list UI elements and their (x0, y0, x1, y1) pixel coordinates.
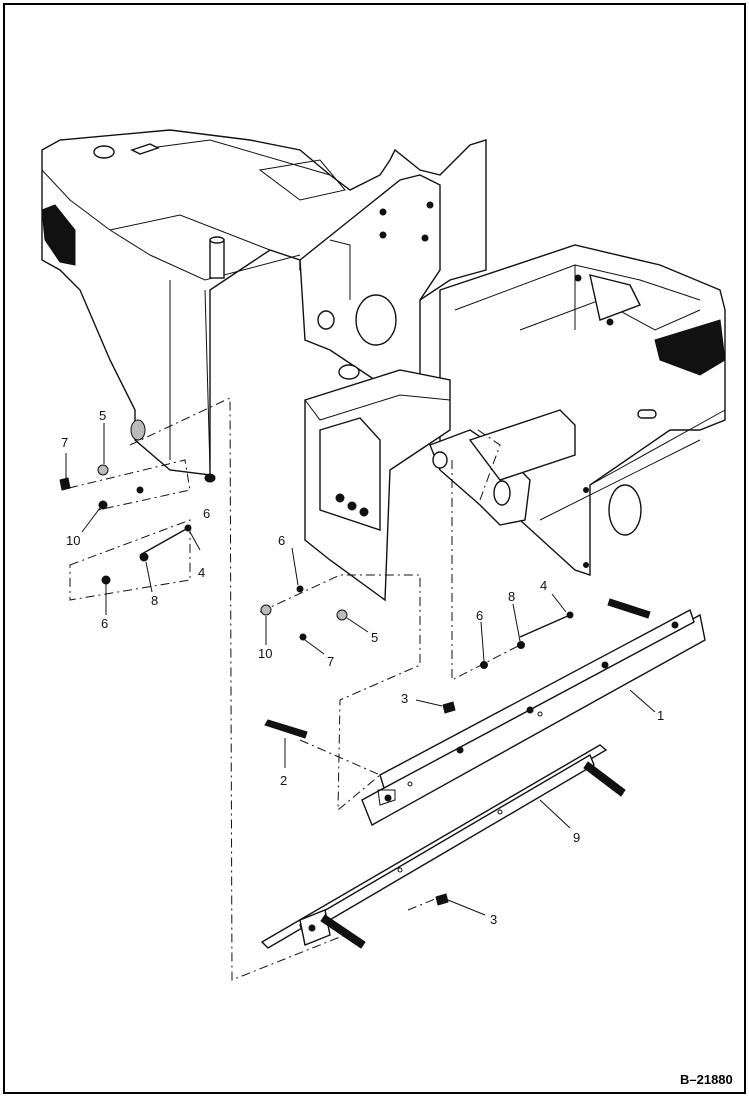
callout-10-left: 10 (66, 533, 80, 548)
capscrew-7-center (299, 633, 307, 641)
callout-5-left: 5 (99, 408, 106, 423)
capscrew-3-lower (435, 893, 449, 906)
capscrew-3-upper (442, 701, 456, 714)
callout-6-right: 6 (476, 608, 483, 623)
callout-7-center: 7 (327, 654, 334, 669)
spring-lower-left (320, 914, 366, 949)
callout-8-right: 8 (508, 589, 515, 604)
callout-labels: 7 5 10 6 4 8 6 6 10 5 7 6 8 4 3 1 2 9 3 (61, 408, 664, 927)
washer-5-center (336, 609, 348, 621)
washer-6-center (296, 585, 304, 593)
callout-4-right: 4 (540, 578, 547, 593)
callout-5-center: 5 (371, 630, 378, 645)
hardware-left-group (59, 464, 192, 585)
bolt-4-right (519, 614, 571, 638)
leader-lines (65, 423, 656, 916)
callout-1: 1 (657, 708, 664, 723)
nut-10-center (260, 604, 272, 616)
callout-7-left: 7 (61, 435, 68, 450)
capscrew-7-left (59, 477, 71, 491)
assembly-dash-lines (68, 397, 521, 981)
callout-3-upper: 3 (401, 691, 408, 706)
callout-8-left: 8 (151, 593, 158, 608)
center-side-plate (299, 174, 441, 391)
washer-5-left (97, 464, 109, 476)
spring-upper-right (607, 598, 651, 619)
front-pivot-housing (304, 364, 576, 602)
hardware-right-group (480, 611, 574, 669)
callout-4-left: 4 (198, 565, 205, 580)
spring-2 (264, 719, 308, 739)
callout-6-lower-left: 6 (101, 616, 108, 631)
nut-10-left (98, 500, 108, 510)
page-border (3, 3, 746, 1094)
callout-6-center: 6 (278, 533, 285, 548)
washer-6-upper-left (136, 486, 144, 494)
callout-10-center: 10 (258, 646, 272, 661)
callout-3-lower: 3 (490, 912, 497, 927)
callout-6-upper-left: 6 (203, 506, 210, 521)
washer-8-left (139, 552, 149, 562)
bolt-4-left (139, 527, 189, 556)
drawing-reference-number: B–21880 (680, 1072, 733, 1087)
hardware-center-group (260, 585, 348, 641)
spring-lower-right (583, 761, 626, 797)
washer-6-lower-left (101, 575, 111, 585)
lower-frame-right (439, 244, 726, 576)
washer-6-right (480, 661, 488, 669)
step-assembly-1 (264, 598, 706, 826)
washer-8-right (517, 641, 525, 649)
callout-9: 9 (573, 830, 580, 845)
step-assembly-9 (260, 744, 626, 949)
callout-2: 2 (280, 773, 287, 788)
